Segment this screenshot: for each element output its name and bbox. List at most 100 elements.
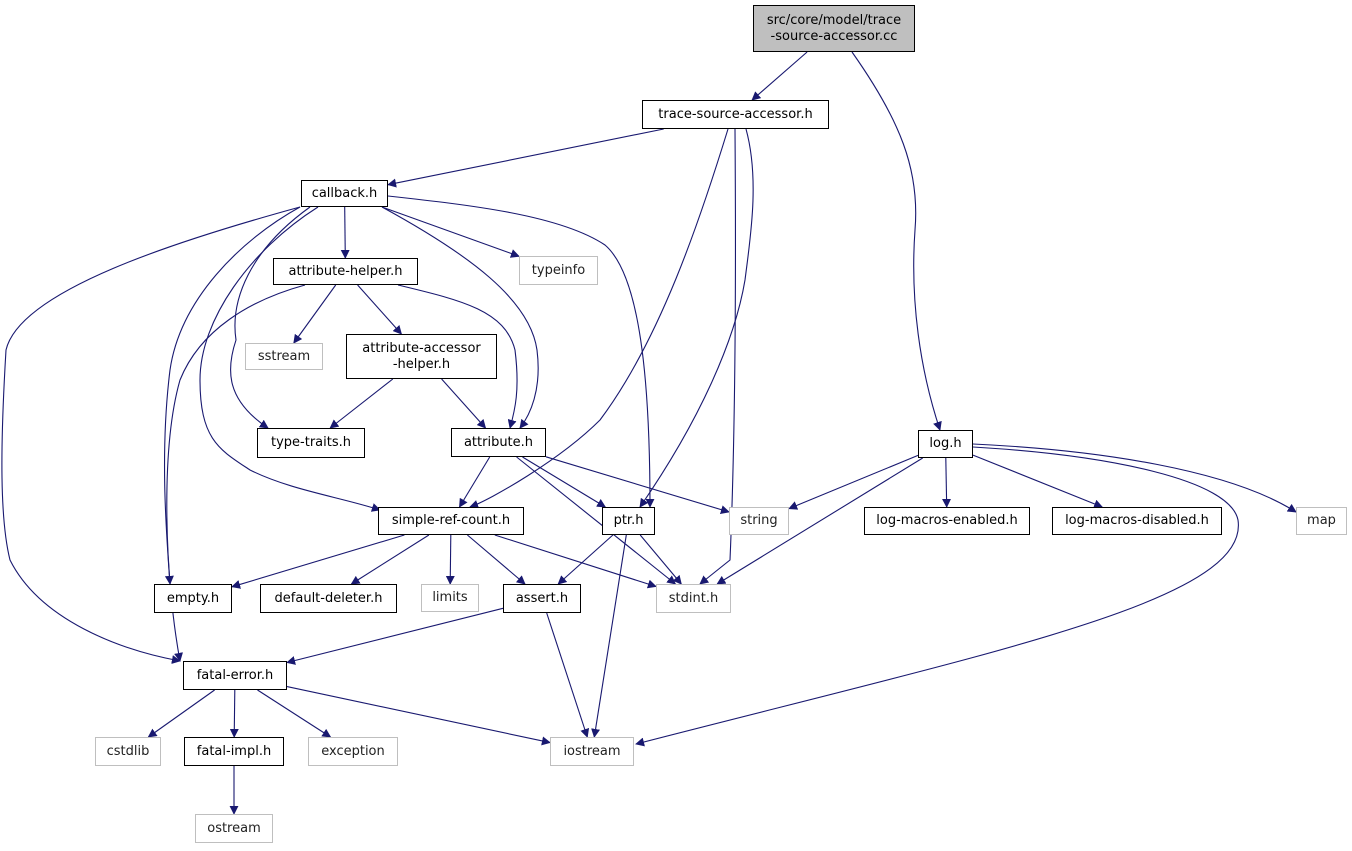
node-trace-source-accessor-h[interactable]: trace-source-accessor.h xyxy=(642,100,829,129)
node-label: exception xyxy=(321,743,385,759)
edge-simpleref-empty xyxy=(231,534,405,589)
node-label: map xyxy=(1307,513,1336,528)
node-typeinfo: typeinfo xyxy=(519,256,598,285)
edge-callback-ptr xyxy=(387,195,655,508)
node-simple-ref-count-h[interactable]: simple-ref-count.h xyxy=(378,507,524,535)
node-empty-h[interactable]: empty.h xyxy=(154,584,232,613)
edge-attribute-ptr xyxy=(522,456,607,508)
edge-callback-attrhelper xyxy=(340,206,350,259)
edge-log-stdint xyxy=(716,457,923,585)
edge-simpleref-stdint xyxy=(494,534,657,589)
edge-log-logen xyxy=(942,457,952,508)
node-attribute-h[interactable]: attribute.h xyxy=(451,428,546,457)
edge-attrhelper-fatalerr xyxy=(166,284,306,662)
node-label: stdint.h xyxy=(668,590,719,606)
edge-simpleref-limits xyxy=(445,534,455,585)
edge-callback-typetraits xyxy=(230,206,311,429)
node-label: simple-ref-count.h xyxy=(391,513,511,528)
node-assert-h[interactable]: assert.h xyxy=(503,584,581,613)
edge-tsa-callback xyxy=(387,128,664,188)
node-label: attribute-helper.h xyxy=(288,263,403,279)
edge-fatalerr-exception xyxy=(257,689,332,738)
node-label: -helper.h xyxy=(392,356,451,372)
node-label: type-traits.h xyxy=(271,435,351,450)
edge-fatalerr-fatalimpl xyxy=(229,689,239,738)
edge-tsa-simpleref xyxy=(469,128,729,509)
edge-attrhelper-attribute xyxy=(397,284,518,429)
node-label: log-macros-disabled.h xyxy=(1065,513,1209,528)
node-default-deleter-h[interactable]: default-deleter.h xyxy=(260,584,397,613)
node-limits: limits xyxy=(421,584,479,612)
node-ostream: ostream xyxy=(195,814,273,843)
node-label: log-macros-enabled.h xyxy=(876,513,1018,528)
edge-attraccessor-typetraits xyxy=(329,378,394,429)
edge-log-logdis xyxy=(972,454,1104,509)
edge-log-iostream xyxy=(635,446,1239,747)
node-label: typeinfo xyxy=(531,262,586,278)
edge-root-log xyxy=(851,51,942,431)
node-log-macros-enabled-h[interactable]: log-macros-enabled.h xyxy=(864,507,1030,535)
edge-fatalerr-iostream xyxy=(286,686,551,746)
node-sstream: sstream xyxy=(245,343,323,370)
node-root-file[interactable]: src/core/model/trace-source-accessor.cc xyxy=(753,5,915,52)
node-label: cstdlib xyxy=(106,743,150,759)
node-cstdlib: cstdlib xyxy=(95,737,161,766)
edge-tsa-ptr xyxy=(639,128,754,508)
node-stdint-h: stdint.h xyxy=(656,584,731,613)
node-label: ostream xyxy=(207,820,261,836)
node-label: sstream xyxy=(257,348,311,364)
node-type-traits-h[interactable]: type-traits.h xyxy=(257,428,365,458)
node-attribute-helper-h[interactable]: attribute-helper.h xyxy=(273,258,418,285)
edge-log-map xyxy=(972,443,1297,513)
edge-attribute-stdint xyxy=(516,456,677,585)
node-map: map xyxy=(1296,507,1347,535)
edge-callback-typeinfo xyxy=(381,206,520,258)
node-label: assert.h xyxy=(515,590,569,606)
node-label: attribute.h xyxy=(463,434,534,450)
node-label: -source-accessor.cc xyxy=(770,28,898,44)
node-label: limits xyxy=(432,590,468,605)
node-string: string xyxy=(729,507,789,535)
edge-callback-attribute xyxy=(381,206,539,429)
edge-callback-simpleref xyxy=(199,206,381,512)
node-iostream: iostream xyxy=(550,737,634,766)
edge-callback-empty xyxy=(163,206,301,585)
edge-assert-iostream xyxy=(546,612,590,738)
edge-root-tsa xyxy=(751,51,808,101)
edge-attribute-simpleref xyxy=(459,456,491,508)
edge-ptr-stdint xyxy=(639,534,682,585)
node-label: callback.h xyxy=(311,185,378,201)
node-exception: exception xyxy=(308,737,398,766)
edge-attraccessor-attribute xyxy=(441,378,487,429)
edge-log-string xyxy=(788,454,919,510)
edge-simpleref-assert xyxy=(467,534,526,585)
node-label: string xyxy=(740,513,778,528)
edge-ptr-assert xyxy=(557,534,614,585)
node-log-macros-disabled-h[interactable]: log-macros-disabled.h xyxy=(1052,507,1222,535)
node-label: empty.h xyxy=(166,590,220,606)
edge-simpleref-deleter xyxy=(350,534,430,585)
node-fatal-error-h[interactable]: fatal-error.h xyxy=(183,661,287,690)
node-label: log.h xyxy=(929,436,962,451)
node-log-h[interactable]: log.h xyxy=(918,430,973,458)
node-ptr-h[interactable]: ptr.h xyxy=(602,507,655,535)
node-label: fatal-error.h xyxy=(196,667,274,683)
node-label: trace-source-accessor.h xyxy=(658,106,813,122)
node-label: src/core/model/trace xyxy=(766,12,902,28)
node-label: iostream xyxy=(563,743,621,759)
node-label: attribute-accessor xyxy=(362,340,481,356)
edge-attrhelper-attraccessor xyxy=(357,284,402,335)
node-fatal-impl-h[interactable]: fatal-impl.h xyxy=(184,737,284,766)
node-label: fatal-impl.h xyxy=(196,743,272,759)
edge-attrhelper-sstream xyxy=(293,284,337,344)
edge-attribute-string xyxy=(545,456,730,514)
edge-assert-fatalerr xyxy=(286,607,504,665)
node-label: default-deleter.h xyxy=(274,590,383,606)
edge-ptr-iostream xyxy=(591,534,627,738)
node-attribute-accessor-helper-h[interactable]: attribute-accessor-helper.h xyxy=(346,334,497,379)
node-callback-h[interactable]: callback.h xyxy=(301,180,388,207)
node-label: ptr.h xyxy=(613,513,644,528)
edge-fatalerr-cstdlib xyxy=(147,689,215,738)
